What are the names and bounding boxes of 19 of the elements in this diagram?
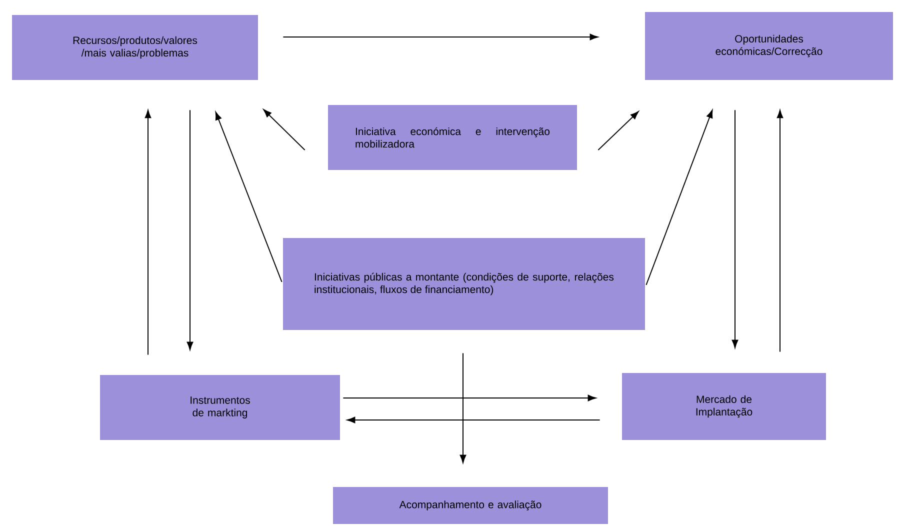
arrow: [282, 34, 598, 40]
process-box: Instrumentos de markting: [100, 374, 340, 440]
arrow: [346, 416, 600, 424]
arrow: [342, 394, 596, 402]
arrow: [598, 111, 639, 150]
arrow: [776, 110, 784, 352]
process-box: Acompanhamento e avaliação: [333, 486, 608, 524]
process-box: Oportunidades económicas/Correcção: [645, 12, 893, 80]
arrow: [215, 112, 282, 282]
process-box: Iniciativa económica e intervenção mobilizadora: [328, 105, 577, 170]
arrow: [263, 109, 306, 150]
arrow: [460, 352, 466, 464]
process-box: Recursos/produtos/valores /mais valias/problemas: [12, 15, 258, 80]
arrow: [144, 110, 152, 356]
arrow: [732, 110, 738, 348]
arrow: [646, 110, 713, 286]
process-box: Iniciativas públicas a montante (condições de suporte, relações institucionais, fluxos de financiamento): [283, 238, 645, 330]
arrow: [186, 110, 194, 350]
process-box: Mercado de Implantação: [622, 372, 826, 440]
